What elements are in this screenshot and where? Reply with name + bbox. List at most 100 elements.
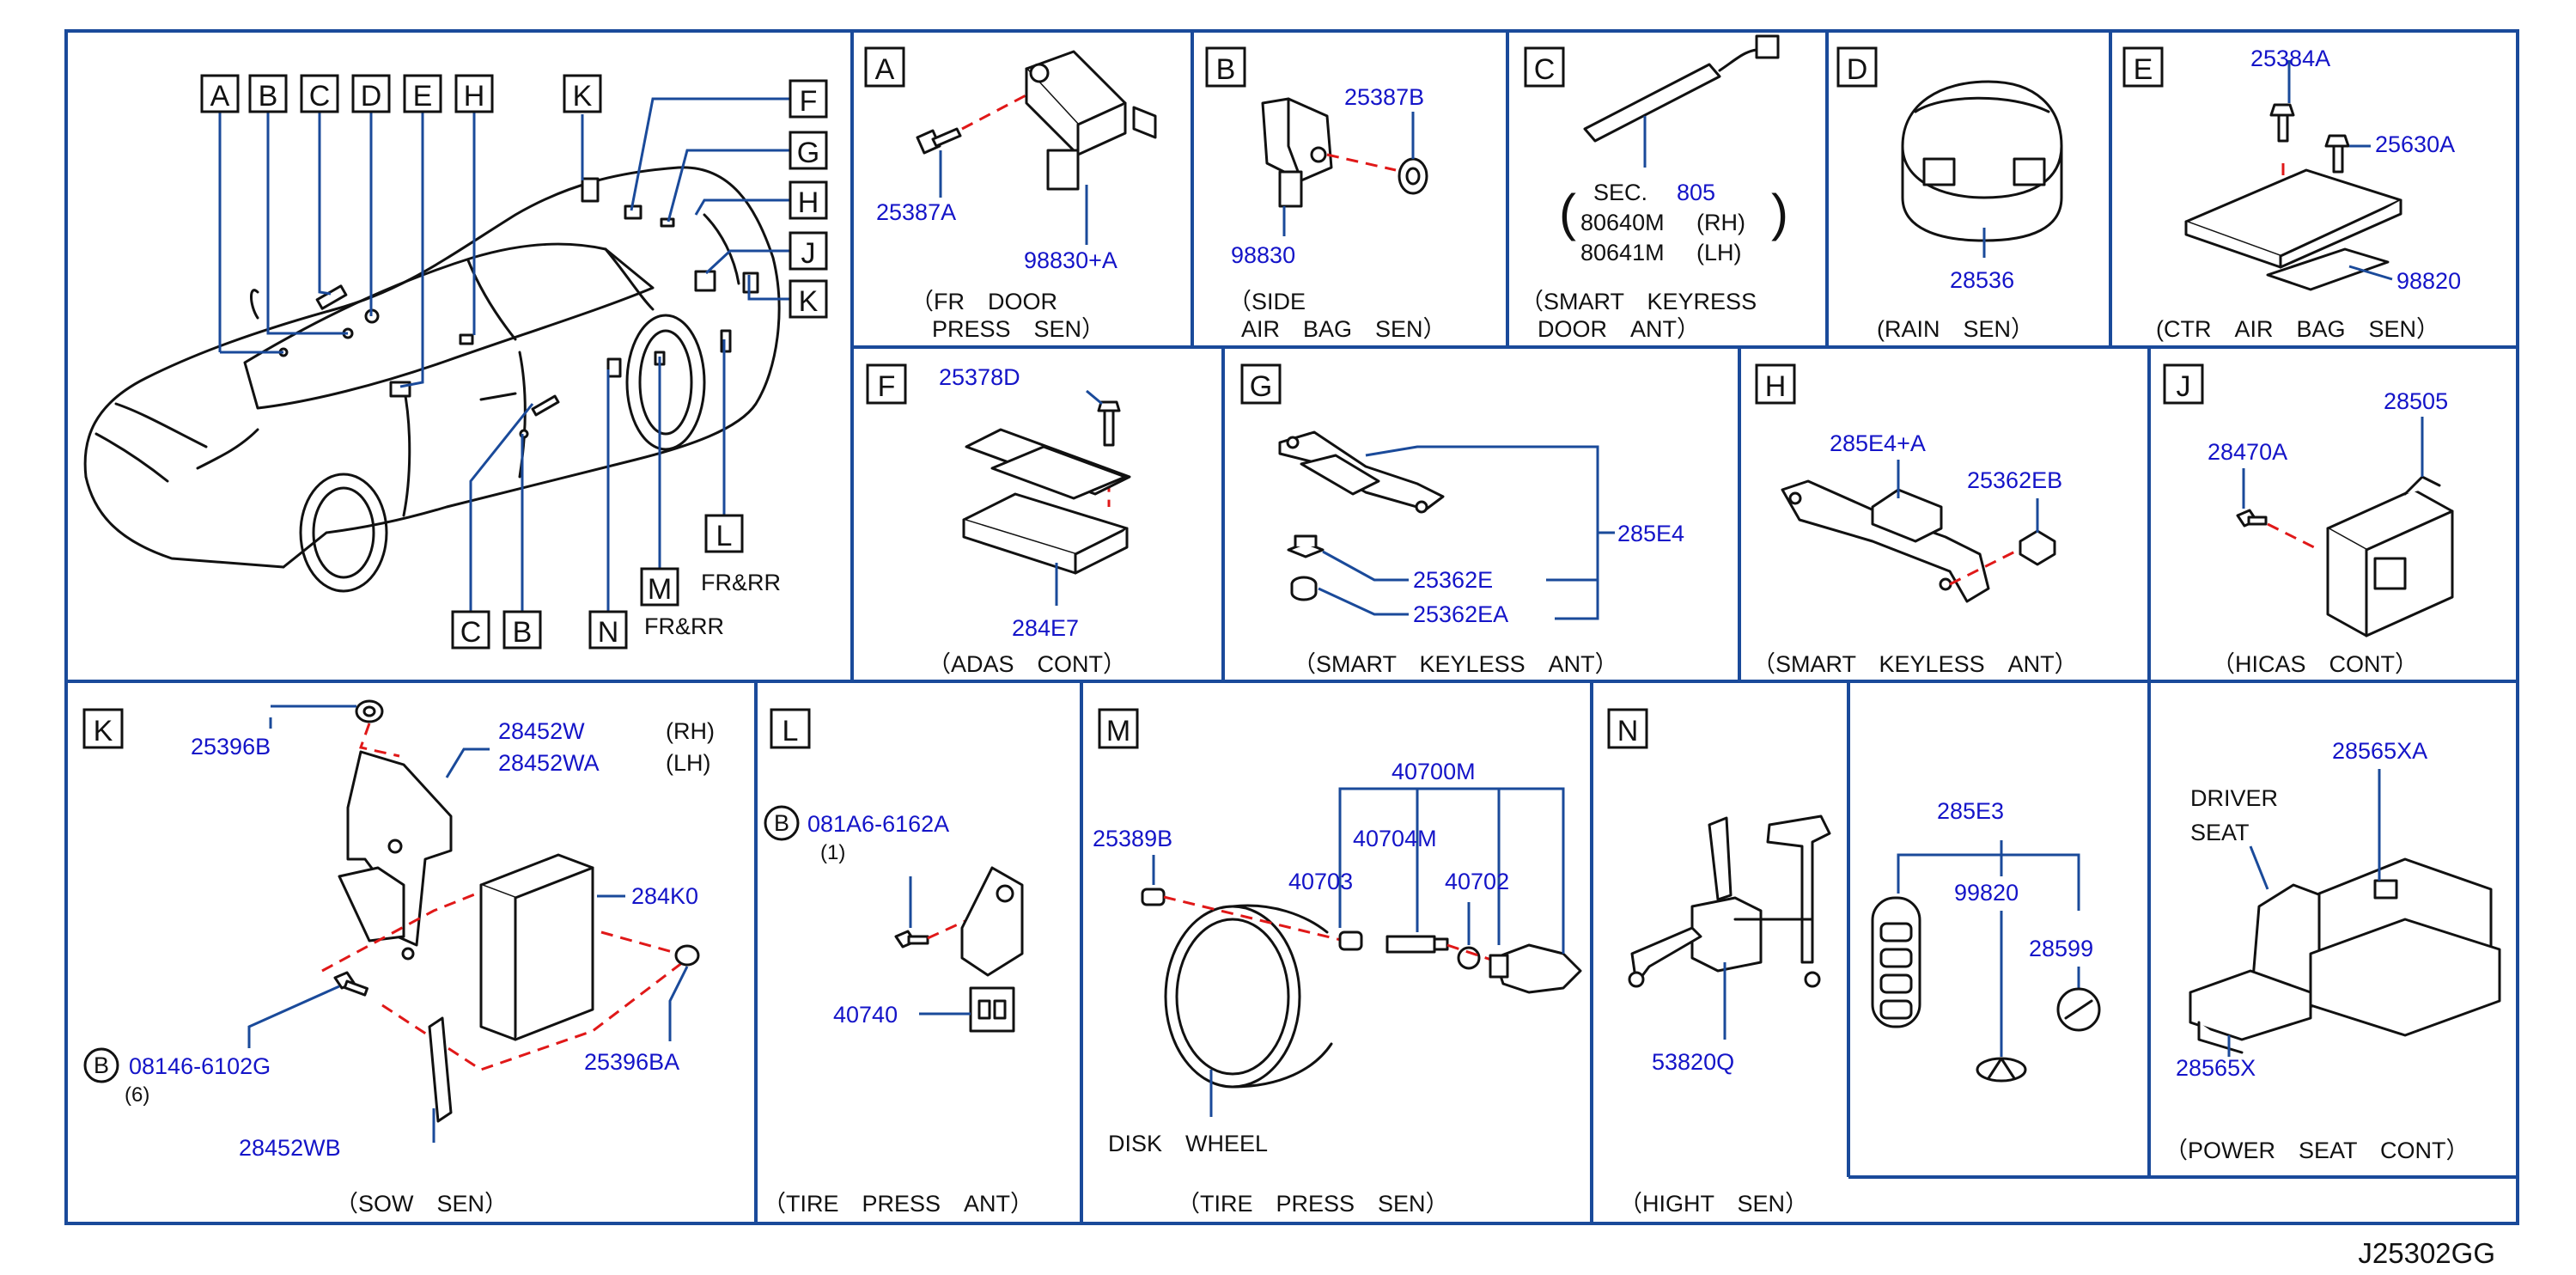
component-markers (278, 177, 759, 439)
panel-caption: （TIRE PRESS SEN） (1177, 1191, 1449, 1217)
part-number: 25362E (1413, 567, 1493, 593)
panel-C: C SEC. 805 ( ) 80640M (RH) 80641M (LH) （… (1520, 34, 1788, 342)
part-number: 25396B (191, 734, 271, 760)
overview-label-H-right: H (789, 180, 828, 220)
panel-letter: J (2177, 370, 2191, 403)
overview-right-label: H (798, 186, 819, 219)
screw-icon (916, 127, 962, 155)
part-number: 40700M (1392, 759, 1476, 784)
overview-label-D: D (351, 74, 391, 113)
overview-label-K-right: K (789, 279, 828, 319)
fr-rr-note: FR&RR (701, 570, 781, 595)
height-sensor-icon (1628, 814, 1831, 988)
panel-power-seat: DRIVER SEAT 28565XA 28565X （POWER SEAT C… (2165, 738, 2501, 1163)
rain-sensor-icon (1901, 80, 2063, 242)
panel-caption: （HICAS CONT） (2212, 651, 2418, 677)
panel-caption: （SMART KEYRESS (1520, 289, 1757, 314)
panel-caption: (CTR AIR BAG SEN） (2156, 316, 2439, 342)
keyless-antenna-bracket-icon (1278, 430, 1445, 514)
overview-leaders (218, 97, 790, 612)
overview-right-label: K (799, 285, 819, 318)
overview-bottom-label: N (598, 616, 619, 649)
part-number: 285E4+A (1830, 430, 1926, 456)
panel-A: A 25387A 98830+A （FR DOOR PRESS SEN） (864, 46, 1157, 342)
rear-seat-icon (2309, 857, 2501, 1037)
clip-icon (1287, 534, 1325, 558)
side-object-sensor-icon (479, 853, 594, 1041)
part-number: 40702 (1445, 869, 1509, 894)
nut-icon (1457, 946, 1481, 970)
bolt-mark-circle: B (764, 805, 800, 841)
part-number: 40740 (833, 1002, 898, 1028)
panel-caption: （HIGHT SEN） (1619, 1191, 1808, 1217)
panel-letter: H (1765, 370, 1787, 403)
part-number: 25630A (2375, 131, 2455, 157)
fr-rr-note: FR&RR (644, 613, 724, 639)
airbag-control-unit-icon (2184, 168, 2402, 291)
panel-letter: E (2134, 53, 2153, 86)
part-number-lh: 80641M (1580, 240, 1665, 265)
panel-caption: (RAIN SEN） (1877, 316, 2034, 342)
pressure-sensor-icon (1025, 50, 1157, 191)
overview-label-M: M (640, 567, 679, 607)
overview-bottom-label: M (648, 573, 672, 606)
part-number-rh: 80640M (1580, 210, 1665, 235)
panel-caption: DOOR ANT） (1538, 316, 1700, 342)
adas-control-unit-icon (962, 428, 1131, 575)
tire-pressure-antenna-icon (960, 866, 1024, 1033)
overview-label-G: G (789, 131, 828, 170)
overview-k-label: K (573, 80, 593, 113)
part-number: 25378D (939, 364, 1020, 390)
overview-label-H-top: H (454, 74, 494, 113)
overview-label-J: J (789, 231, 828, 271)
part-number: 28470A (2208, 439, 2287, 465)
valve-stem-icon (1385, 935, 1449, 954)
part-number: 284E7 (1012, 615, 1079, 641)
vehicle-overview: A B C D E H K F (83, 74, 828, 650)
side-airbag-sensor-icon (1261, 97, 1333, 208)
overview-label-B: B (248, 74, 288, 113)
part-number: 25396BA (584, 1049, 679, 1075)
part-number: 284K0 (631, 883, 698, 909)
part-number: 28452WB (239, 1135, 341, 1161)
panel-caption: AIR BAG SEN） (1241, 316, 1446, 342)
overview-bottom-label: L (716, 520, 733, 552)
panel-letter: A (875, 53, 895, 86)
panel-letter: F (878, 370, 896, 403)
panel-caption: （POWER SEAT CONT） (2165, 1138, 2469, 1163)
panel-caption: （SOW SEN） (335, 1191, 508, 1217)
overview-right-label: G (797, 137, 819, 169)
overview-top-label: E (413, 80, 433, 113)
clip-icon (2019, 529, 2056, 566)
overview-top-label: D (361, 80, 382, 113)
panel-caption: （SMART KEYLESS ANT） (1293, 651, 1618, 677)
sec-label: SEC. (1593, 180, 1647, 205)
panel-L: L B 081A6-6162A (1) 40740 （TIRE PRESS AN… (763, 708, 1033, 1217)
overview-label-C: C (300, 74, 339, 113)
part-number: 28452W (498, 718, 585, 744)
part-number: 25389B (1093, 826, 1172, 851)
rh-note: (RH) (1696, 210, 1745, 235)
bracket-close: ) (1771, 184, 1788, 241)
overview-label-C-bottom: C (451, 610, 490, 650)
part-number: 28536 (1950, 267, 2014, 293)
part-number: 98830+A (1024, 247, 1117, 273)
overview-label-F: F (789, 79, 828, 119)
lh-note: (LH) (1696, 240, 1742, 265)
bracket-strip-icon (428, 1016, 453, 1123)
disk-wheel-icon (1164, 904, 1333, 1089)
lh-note: (LH) (666, 750, 711, 776)
rh-note: (RH) (666, 718, 715, 744)
part-number: 285E4 (1617, 521, 1684, 546)
overview-bottom-label: B (513, 616, 533, 649)
part-number: 25362EA (1413, 601, 1508, 627)
panel-J: J 28470A 28505 （HICAS CONT） (2163, 363, 2454, 677)
coin-battery-icon (2056, 987, 2101, 1032)
grommet-icon (1290, 576, 1318, 601)
overview-top-label: A (210, 80, 230, 113)
part-number: 98820 (2396, 268, 2461, 294)
bolt-icon (2324, 134, 2350, 174)
driver-seat-label: SEAT (2190, 820, 2250, 845)
overview-label-B-bottom: B (502, 610, 542, 650)
